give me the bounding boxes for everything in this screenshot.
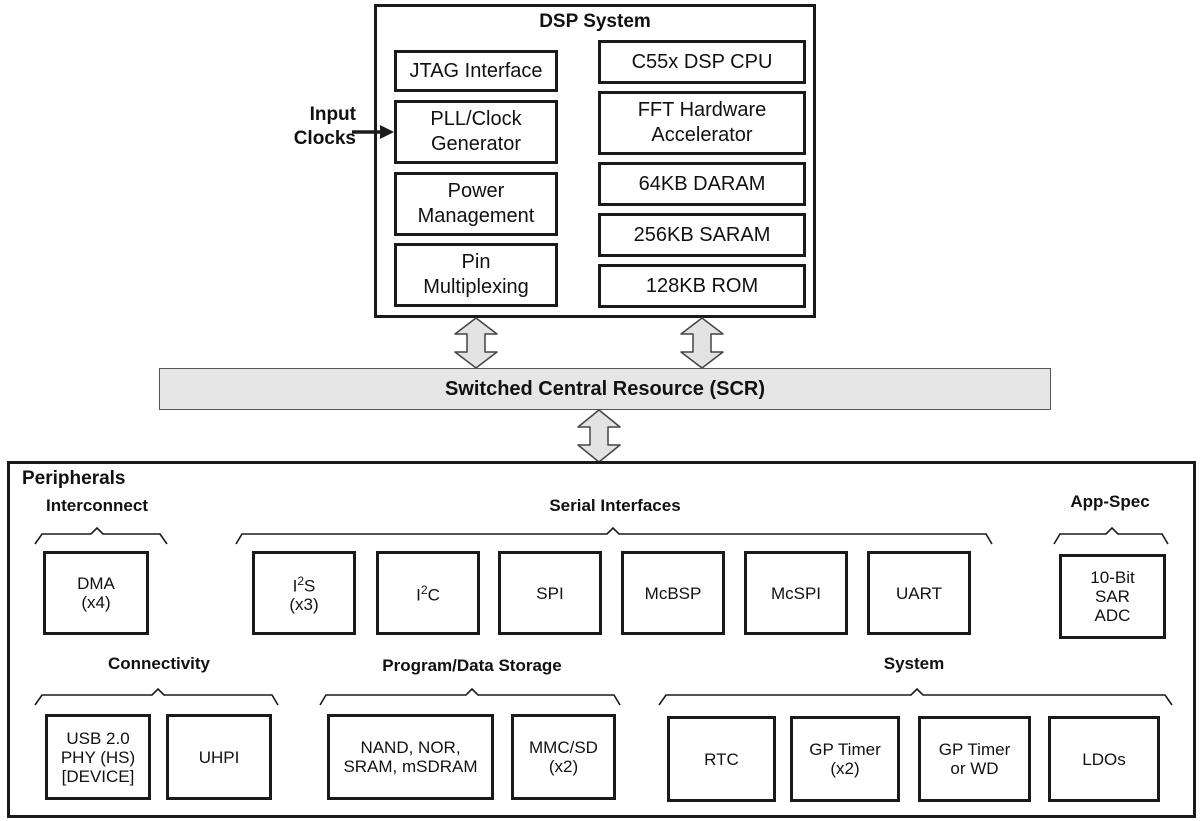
dma-block: DMA (x4) <box>43 551 149 635</box>
uart-block: UART <box>867 551 971 635</box>
i2c-block: I2C <box>376 551 480 635</box>
input-clocks-label: Input Clocks <box>293 104 356 149</box>
uhpi-block: UHPI <box>166 714 272 800</box>
rtc-block: RTC <box>667 716 776 802</box>
jtag-interface-block: JTAG Interface <box>394 50 558 92</box>
gp-timer-wd-block: GP Timer or WD <box>918 716 1031 802</box>
fft-hardware-accelerator-block: FFT Hardware Accelerator <box>598 91 806 155</box>
sar-adc-block: 10-Bit SAR ADC <box>1059 554 1166 639</box>
c55x-dsp-cpu-block: C55x DSP CPU <box>598 40 806 84</box>
i2c-superscript: 2 <box>420 583 428 598</box>
daram-64kb-block: 64KB DARAM <box>598 162 806 206</box>
i2s-block: I2S (x3) <box>252 551 356 635</box>
input-clocks-arrow <box>352 125 394 139</box>
i2s-superscript: 2 <box>297 573 305 588</box>
i2s-rest: S <box>304 576 316 596</box>
pll-clock-generator-block: PLL/Clock Generator <box>394 100 558 164</box>
interconnect-title: Interconnect <box>45 496 149 515</box>
i2s-letter: I <box>292 576 298 596</box>
serial-interfaces-bracket <box>235 526 993 545</box>
i2c-rest: C <box>427 585 440 605</box>
mcspi-block: McSPI <box>744 551 848 635</box>
app-spec-title: App-Spec <box>1070 492 1150 511</box>
connectivity-title: Connectivity <box>107 654 211 673</box>
i2c-letter: I <box>416 585 421 605</box>
ldos-block: LDOs <box>1048 716 1160 802</box>
app-spec-bracket <box>1053 526 1169 545</box>
mcbsp-block: McBSP <box>621 551 725 635</box>
pin-multiplexing-block: Pin Multiplexing <box>394 243 558 307</box>
saram-256kb-block: 256KB SARAM <box>598 213 806 257</box>
system-bracket <box>658 687 1173 706</box>
mmc-sd-block: MMC/SD (x2) <box>511 714 616 800</box>
storage-bracket <box>319 687 621 706</box>
i2s-count: (x3) <box>289 595 319 615</box>
interconnect-bracket <box>34 526 168 545</box>
nand-nor-sram-block: NAND, NOR, SRAM, mSDRAM <box>327 714 494 800</box>
dsp-system-title: DSP System <box>539 11 651 32</box>
system-title: System <box>883 654 945 673</box>
switched-central-resource-bar: Switched Central Resource (SCR) <box>159 368 1051 410</box>
program-data-storage-title: Program/Data Storage <box>382 656 562 675</box>
serial-interfaces-title: Serial Interfaces <box>549 496 681 515</box>
spi-block: SPI <box>498 551 602 635</box>
connectivity-bracket <box>34 687 279 706</box>
usb-phy-block: USB 2.0 PHY (HS) [DEVICE] <box>45 714 151 800</box>
peripherals-title: Peripherals <box>22 468 126 489</box>
gp-timer-block: GP Timer (x2) <box>790 716 900 802</box>
power-management-block: Power Management <box>394 172 558 236</box>
rom-128kb-block: 128KB ROM <box>598 264 806 308</box>
